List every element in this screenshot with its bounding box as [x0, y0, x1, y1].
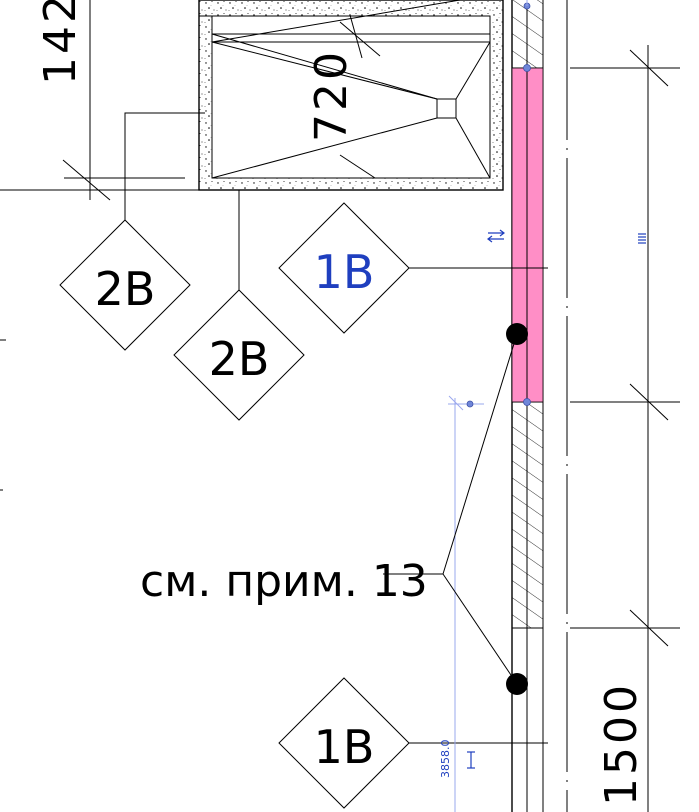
tag-2b-center[interactable]: 2B — [173, 190, 305, 421]
dimension-1420[interactable]: 1420 — [0, 0, 200, 201]
tag-1b-bottom[interactable]: 1B — [278, 677, 548, 809]
dimension-720-text: 720 — [306, 49, 357, 142]
dimension-1500-text: 1500 — [596, 682, 647, 806]
tag-1b-selected-text: 1B — [314, 245, 375, 299]
dimension-string-right[interactable]: 1500 — [570, 45, 680, 812]
tag-2b-left[interactable]: 2B — [59, 112, 205, 351]
note-label: см. прим. 13 — [140, 556, 428, 607]
shower-tray[interactable]: 720 — [198, 0, 504, 191]
dimension-tick — [629, 49, 669, 87]
grip-handle-bottom[interactable] — [523, 398, 531, 406]
dimension-3858-text: 3858.0 — [439, 740, 452, 779]
drain-icon — [436, 98, 457, 119]
tag-2b-left-text: 2B — [95, 262, 156, 316]
dimension-tick — [62, 159, 111, 201]
tag-2b-center-text: 2B — [209, 332, 270, 386]
grip-handle-top[interactable] — [523, 64, 531, 72]
equal-marker-icon[interactable] — [638, 233, 646, 244]
tag-1b-selected[interactable]: 1B — [278, 202, 548, 334]
temporary-dimension-3858[interactable]: 3858.0 — [439, 395, 484, 812]
dimension-tick — [629, 609, 669, 647]
note-callout[interactable]: см. прим. 13 — [140, 323, 528, 695]
temporary-dimension-handle[interactable] — [466, 400, 474, 408]
tag-1b-bottom-text: 1B — [314, 720, 375, 774]
dimension-1420-text: 1420 — [35, 0, 86, 85]
dimension-lock-icon[interactable] — [467, 751, 475, 769]
flip-arrows-icon[interactable] — [487, 229, 505, 243]
selected-window-element[interactable] — [511, 0, 544, 406]
dimension-tick — [629, 383, 669, 421]
